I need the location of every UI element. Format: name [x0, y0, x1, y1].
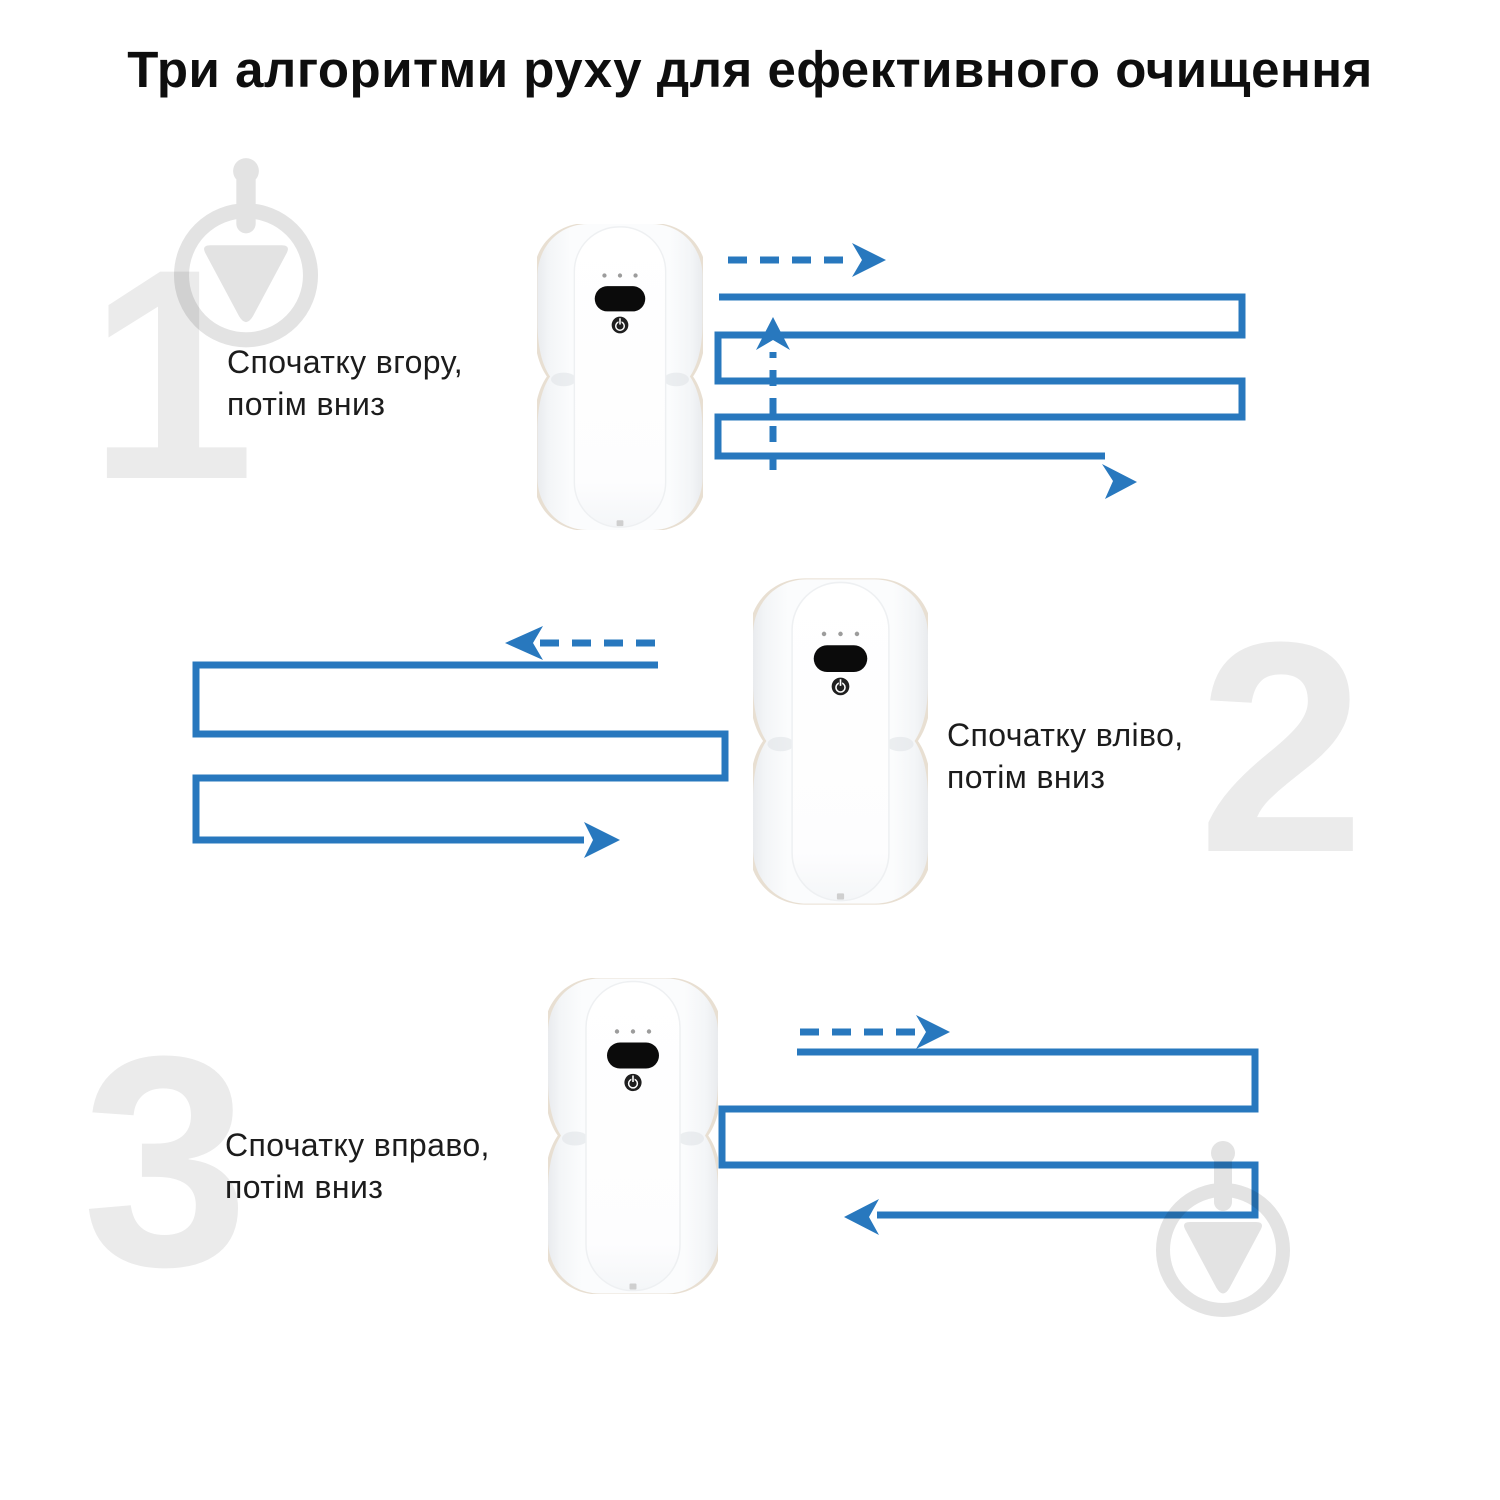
- step3-label-line1: Спочатку вправо,: [225, 1127, 490, 1163]
- arrowhead-left-icon: [844, 1199, 879, 1235]
- window-cleaning-robot: [548, 978, 718, 1294]
- watermark-ring: [1156, 1183, 1290, 1317]
- step2-label-line2: потім вниз: [947, 759, 1106, 795]
- step2-label: Спочатку вліво, потім вниз: [947, 714, 1184, 798]
- step3-label: Спочатку вправо, потім вниз: [225, 1124, 490, 1208]
- step2-path-left-then-down: [192, 626, 729, 858]
- arrowhead-left-icon: [505, 626, 543, 660]
- step3-label-line2: потім вниз: [225, 1169, 384, 1205]
- step1-label-line2: потім вниз: [227, 386, 386, 422]
- pin-in-circle-watermark-icon: [1156, 1141, 1290, 1317]
- arrowhead-up-icon: [756, 317, 790, 350]
- serpentine-path: [192, 661, 729, 844]
- step2-label-line1: Спочатку вліво,: [947, 717, 1184, 753]
- arrowhead-right-icon: [916, 1015, 950, 1049]
- serpentine-path: [714, 293, 1246, 460]
- step1-path-up-then-down: [714, 243, 1246, 499]
- arrowhead-right-icon: [584, 822, 620, 858]
- step1-label: Спочатку вгору, потім вниз: [227, 341, 463, 425]
- pin-in-circle-watermark-icon: [173, 158, 319, 348]
- step2-number-background: 2: [1198, 579, 1365, 915]
- step3-number-background: 3: [82, 993, 249, 1329]
- window-cleaning-robot: [537, 224, 703, 530]
- watermark-pin-stem: [1214, 1153, 1232, 1211]
- watermark-ring: [173, 203, 319, 348]
- step1-label-line1: Спочатку вгору,: [227, 344, 464, 380]
- window-cleaning-robot: [753, 576, 928, 907]
- arrowhead-right-icon: [852, 243, 886, 277]
- watermark-pin-stem: [236, 171, 256, 234]
- arrowhead-right-icon: [1102, 464, 1137, 499]
- page-title: Три алгоритми руху для ефективного очище…: [127, 41, 1373, 98]
- watermark-triangle: [1184, 1222, 1262, 1294]
- watermark-triangle: [204, 245, 288, 323]
